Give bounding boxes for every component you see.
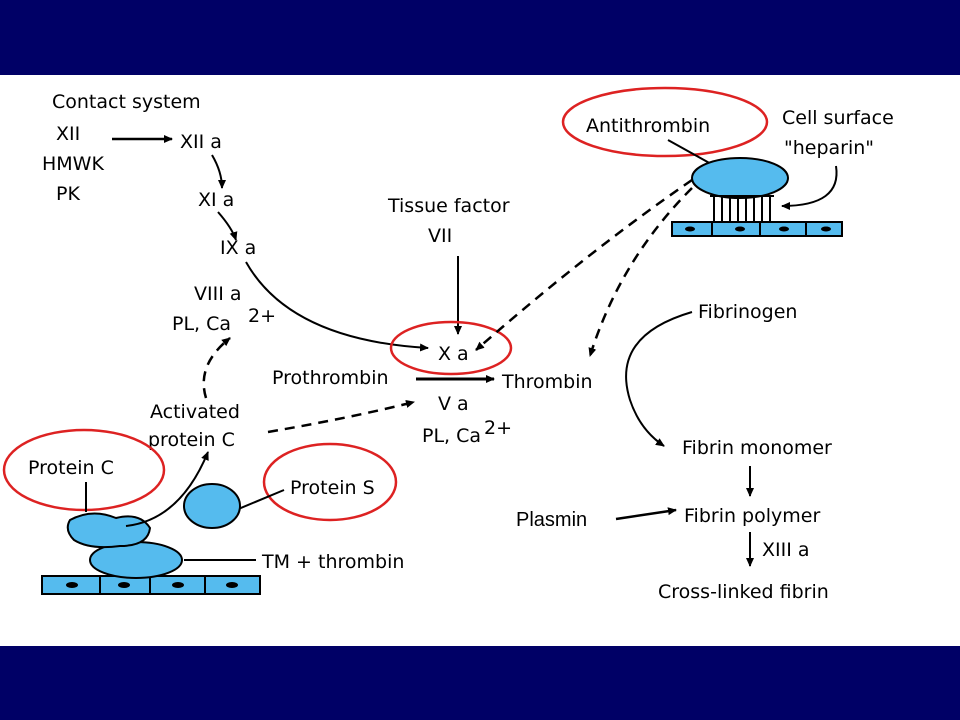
- arrow-heparin-pointer: [781, 165, 838, 210]
- label-thrombin: Thrombin: [501, 371, 593, 393]
- heparin-strands: [710, 195, 774, 222]
- label-viiia: VIII a: [194, 283, 242, 305]
- arrow-protein-c-to-apc: [125, 451, 209, 527]
- antithrombin-shape: [691, 157, 789, 199]
- arrow-fibrinogen-to-monomer: [625, 311, 693, 447]
- label-protein-c-line: protein C: [148, 429, 235, 451]
- label-contact-system: Contact system: [52, 91, 201, 113]
- label-prothrombin: Prothrombin: [272, 367, 389, 389]
- dashed-arrow-apc-to-viiia: [202, 337, 231, 399]
- label-hmwk: HMWK: [42, 153, 104, 175]
- arrow-xia-to-ixa: [217, 211, 238, 241]
- label-protein-c: Protein C: [28, 457, 114, 479]
- highlight-ring-protein-c: [2, 428, 166, 512]
- label-cell-surface: Cell surface: [782, 107, 894, 129]
- label-antithrombin: Antithrombin: [586, 115, 710, 137]
- cell-layer-left: [41, 575, 261, 595]
- label-fibrinogen: Fibrinogen: [698, 301, 797, 323]
- label-ca-superscript: 2+: [248, 305, 276, 327]
- label-pl-ca-2: PL, Ca: [422, 425, 481, 447]
- highlight-ring-protein-s: [262, 442, 398, 522]
- highlight-ring-xa: [389, 320, 513, 376]
- dashed-arrow-antithrombin-to-thrombin: [588, 187, 693, 357]
- label-ca-superscript-2: 2+: [484, 417, 512, 439]
- arrow-xiia-to-xia: [211, 154, 226, 189]
- label-vii: VII: [428, 225, 452, 247]
- highlight-ring-antithrombin: [561, 86, 769, 158]
- label-va: V a: [438, 393, 469, 415]
- label-ixa: IX a: [220, 237, 256, 259]
- label-xiiia: XIII a: [762, 539, 810, 561]
- arrow-plasmin-to-polymer: [615, 507, 677, 521]
- label-xa: X a: [438, 343, 469, 365]
- arrow-ixa-to-xa: [245, 261, 429, 352]
- label-plasmin: Plasmin: [516, 509, 587, 531]
- label-xia: XI a: [198, 189, 234, 211]
- protein-s-shape: [183, 483, 241, 529]
- label-cross-linked-fibrin: Cross-linked fibrin: [658, 581, 829, 603]
- cell-layer-right: [671, 221, 843, 237]
- label-fibrin-monomer: Fibrin monomer: [682, 437, 832, 459]
- label-xii: XII: [56, 123, 80, 145]
- label-heparin: "heparin": [784, 137, 874, 159]
- label-tissue-factor: Tissue factor: [387, 195, 510, 217]
- label-protein-s: Protein S: [290, 477, 375, 499]
- label-xiia: XII a: [180, 131, 222, 153]
- label-activated: Activated: [150, 401, 240, 423]
- label-tm-thrombin: TM + thrombin: [261, 551, 404, 573]
- label-fibrin-polymer: Fibrin polymer: [684, 505, 820, 527]
- label-pk: PK: [56, 183, 80, 205]
- pointer-protein-s: [235, 489, 285, 511]
- protein-c-shape: [66, 512, 152, 549]
- dashed-arrow-apc-to-va: [267, 400, 415, 434]
- label-pl-ca: PL, Ca: [172, 313, 231, 335]
